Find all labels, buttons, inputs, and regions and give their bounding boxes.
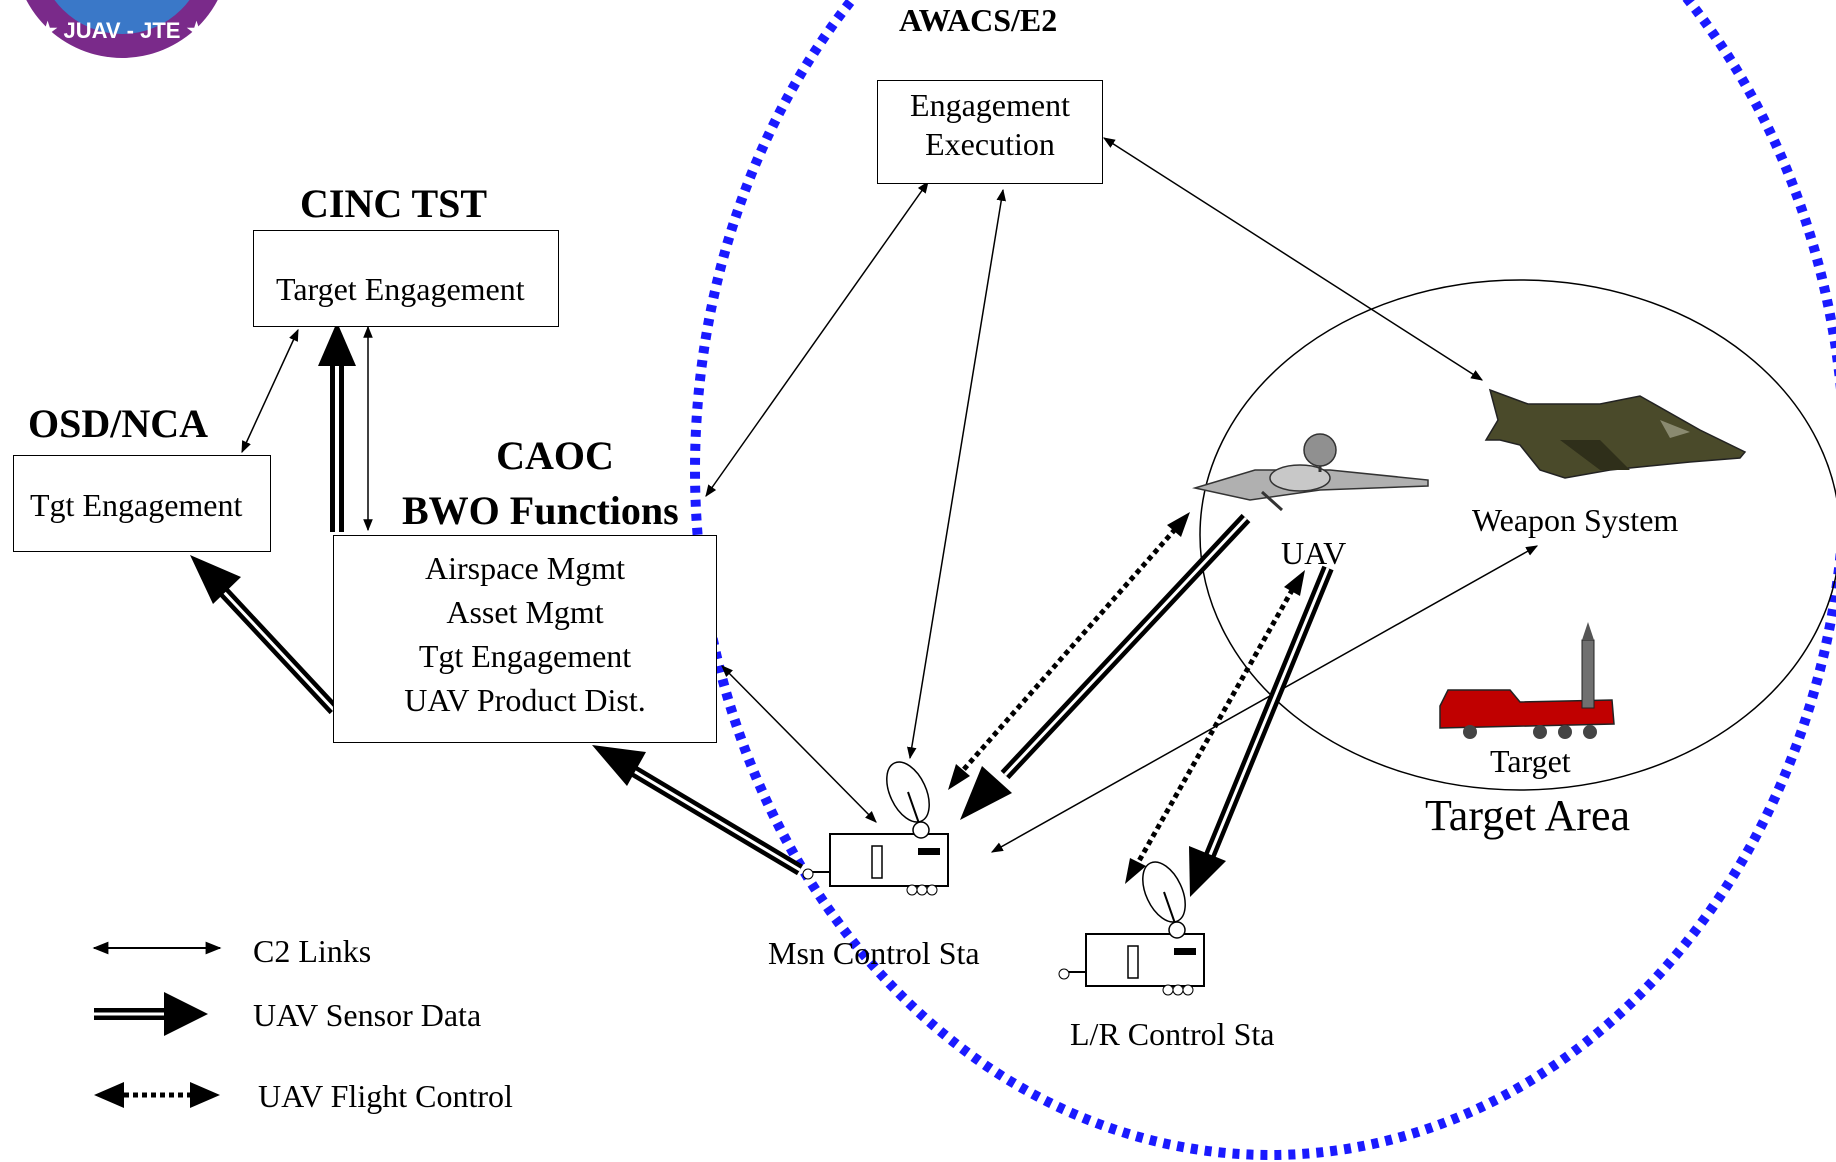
operations-area-circle bbox=[690, 0, 1836, 1160]
caoc-title-1: CAOC bbox=[496, 433, 614, 478]
sensor-link-uav-msn bbox=[960, 513, 1251, 820]
caoc-box: Airspace Mgmt Asset Mgmt Tgt Engagement … bbox=[333, 535, 717, 743]
awacs-box: Engagement Execution bbox=[877, 80, 1103, 184]
lr-control-station-icon bbox=[1058, 861, 1205, 996]
target-area-label: Target Area bbox=[1425, 791, 1631, 840]
cinc-line-1: Target Engagement bbox=[276, 271, 525, 307]
c2-link-caoc-msn bbox=[721, 665, 877, 823]
awacs-title: AWACS/E2 bbox=[899, 2, 1058, 38]
sensor-link-caoc-osd bbox=[190, 555, 339, 715]
c2-link-osd-cinc bbox=[241, 328, 299, 454]
target-vehicle-icon bbox=[1439, 622, 1615, 739]
legend-sensor-label: UAV Sensor Data bbox=[253, 997, 482, 1033]
svg-text:★ JUAV - JTE ★: ★ JUAV - JTE ★ bbox=[38, 18, 207, 43]
c2-link-caoc-awacs bbox=[705, 181, 929, 497]
legend-sensor-symbol bbox=[94, 992, 208, 1036]
c2-link-msn-weapon bbox=[990, 545, 1539, 853]
legend-symbols bbox=[92, 941, 222, 1108]
sensor-link-msn-caoc bbox=[592, 745, 804, 876]
logo-seal: ★ JUAV - JTE ★ bbox=[26, 0, 218, 58]
weapon-system-label: Weapon System bbox=[1472, 502, 1679, 538]
cinc-box: Target Engagement bbox=[253, 230, 559, 327]
flight-link-lr-uav bbox=[1132, 583, 1298, 870]
c2-link-msn-awacs bbox=[907, 188, 1006, 760]
flight-control-links bbox=[948, 512, 1305, 884]
sensor-link-caoc-cinc bbox=[318, 322, 356, 532]
awacs-line-1: Engagement bbox=[910, 87, 1070, 123]
caoc-line-2: Asset Mgmt bbox=[446, 594, 604, 630]
jet-aircraft-icon bbox=[1484, 388, 1747, 479]
osd-line-1: Tgt Engagement bbox=[30, 487, 243, 523]
awacs-line-2: Execution bbox=[925, 126, 1055, 162]
uav-aircraft-icon bbox=[1192, 433, 1429, 512]
osd-box: Tgt Engagement bbox=[13, 455, 271, 552]
osd-title: OSD/NCA bbox=[28, 401, 209, 446]
uav-label: UAV bbox=[1281, 535, 1347, 571]
msn-control-station-label: Msn Control Sta bbox=[768, 935, 980, 971]
c2-link-awacs-weapon bbox=[1102, 137, 1484, 381]
cinc-title: CINC TST bbox=[300, 181, 488, 226]
flight-link-msn-uav bbox=[956, 524, 1180, 778]
legend-flight-label: UAV Flight Control bbox=[258, 1078, 513, 1114]
sensor-data-links bbox=[190, 322, 1334, 897]
target-label: Target bbox=[1490, 743, 1571, 779]
legend-flight-symbol bbox=[94, 1082, 220, 1108]
caoc-line-3: Tgt Engagement bbox=[418, 638, 632, 674]
caoc-title-2: BWO Functions bbox=[402, 488, 679, 533]
caoc-line-1: Airspace Mgmt bbox=[425, 550, 625, 586]
c2-links bbox=[241, 137, 1539, 853]
lr-control-station-label: L/R Control Sta bbox=[1070, 1016, 1275, 1052]
msn-control-station-icon bbox=[802, 761, 949, 896]
legend-c2-label: C2 Links bbox=[253, 933, 372, 969]
caoc-line-4: UAV Product Dist. bbox=[404, 682, 646, 718]
sensor-link-uav-lr bbox=[1189, 565, 1334, 897]
